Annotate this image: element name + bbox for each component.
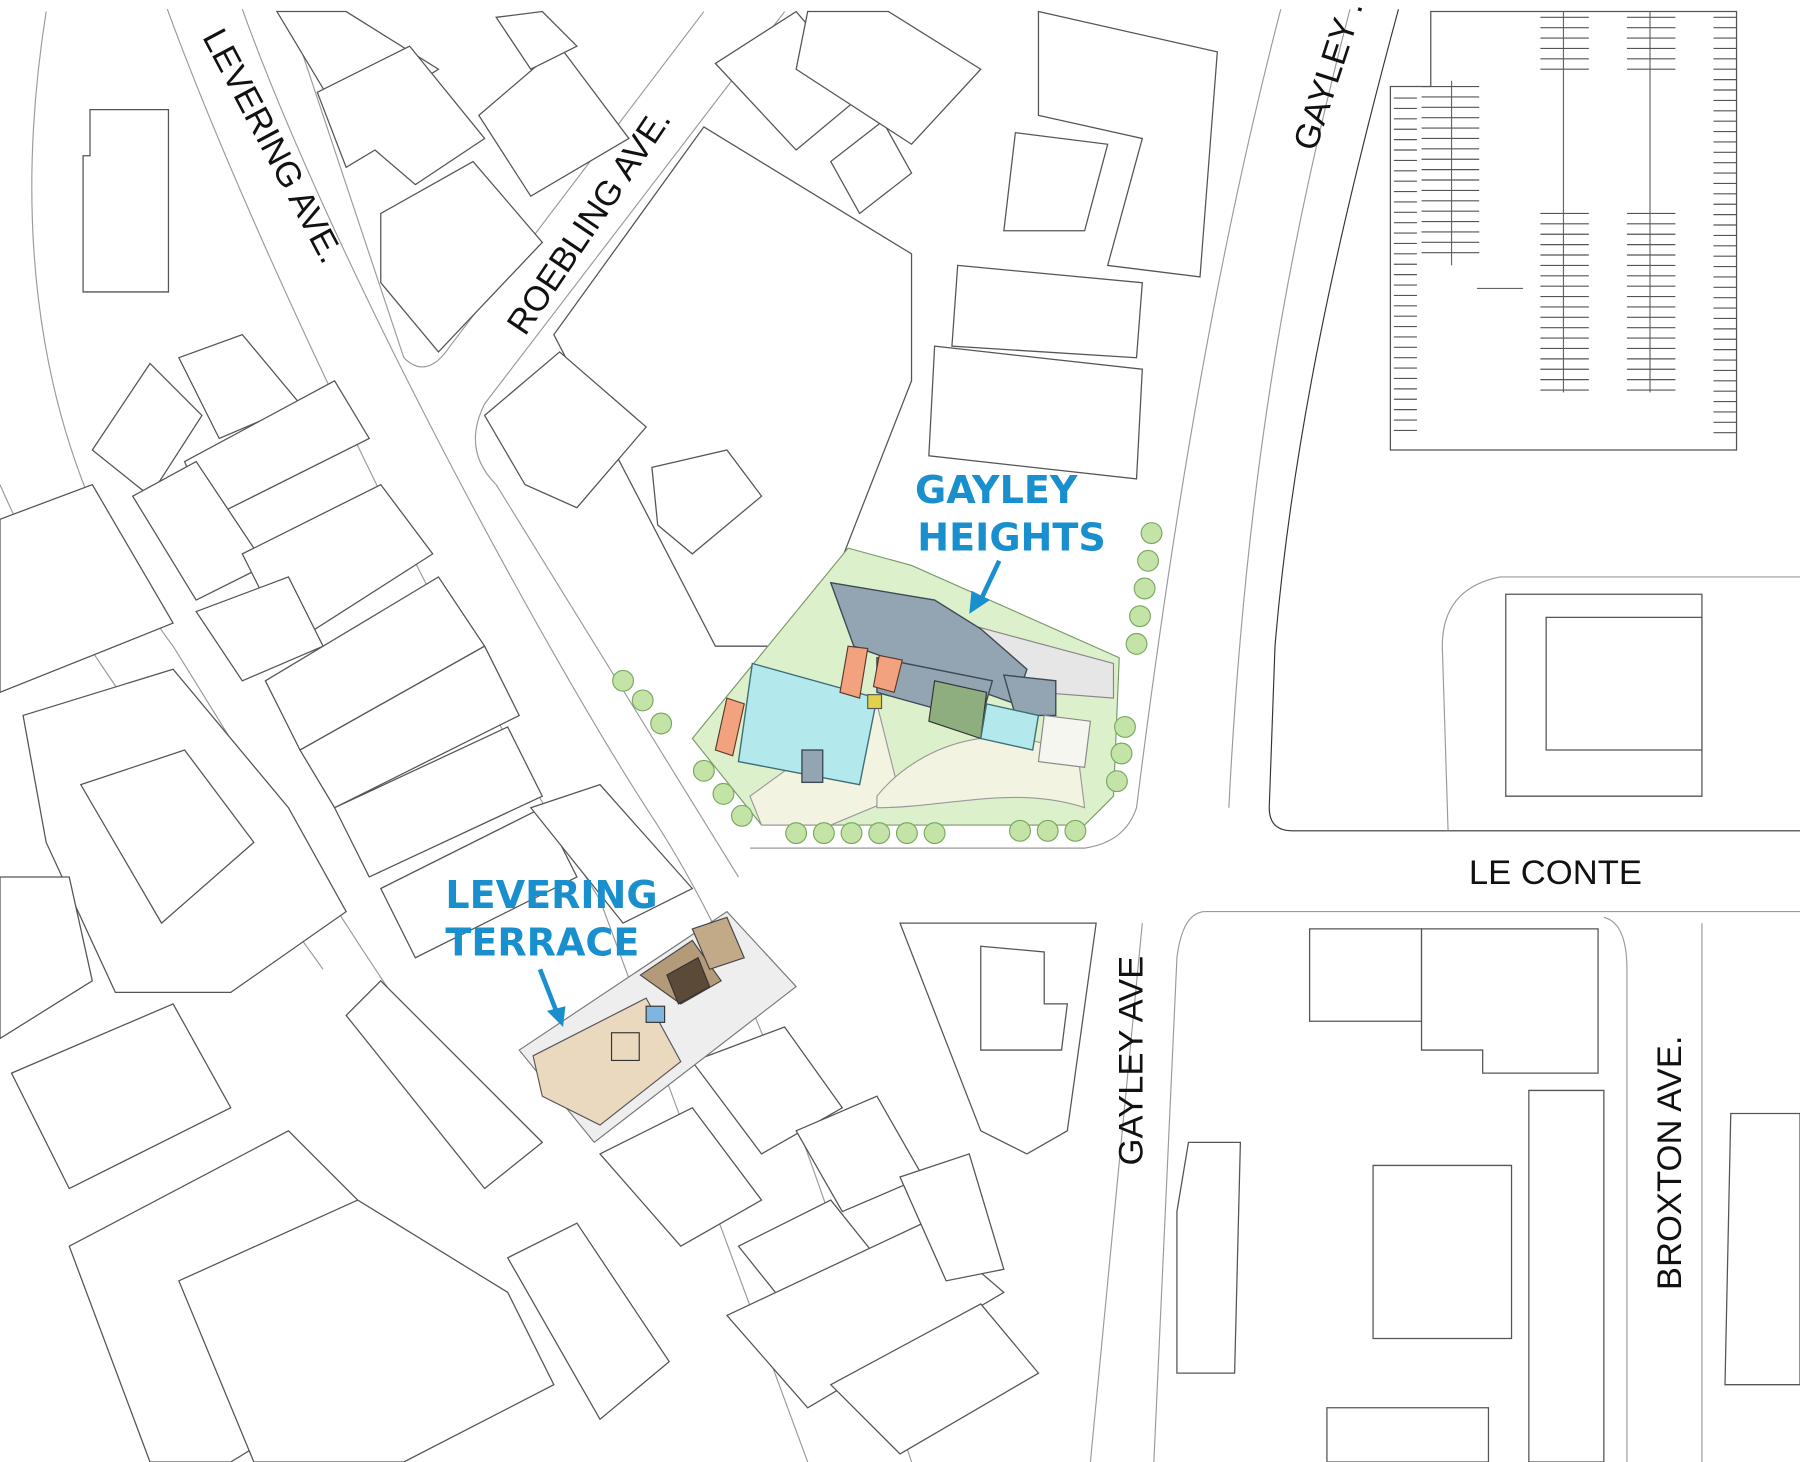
tree bbox=[730, 804, 753, 827]
parking-stalls bbox=[1450, 11, 1651, 393]
tree bbox=[712, 782, 735, 805]
tree bbox=[1036, 819, 1059, 842]
tree bbox=[1137, 549, 1160, 572]
tree bbox=[840, 822, 863, 845]
street-label-gayley: GAYLEY AVE bbox=[1112, 956, 1150, 1166]
gayley-heights-site-plan bbox=[691, 547, 1120, 826]
tree bbox=[1129, 605, 1151, 628]
tree bbox=[692, 759, 715, 782]
tree bbox=[812, 822, 835, 845]
tree bbox=[785, 822, 808, 845]
tree bbox=[1009, 819, 1031, 842]
street-label-broxton: BROXTON AVE. bbox=[1651, 1036, 1689, 1291]
tree bbox=[1064, 819, 1087, 842]
tree bbox=[631, 689, 654, 712]
tree bbox=[1133, 577, 1156, 600]
street-label-gayley-top: GAYLEY . bbox=[1287, 0, 1371, 155]
tree bbox=[1125, 632, 1148, 655]
levering-terrace-site-plan bbox=[518, 910, 798, 1144]
tree bbox=[650, 712, 673, 735]
street-trees bbox=[612, 522, 1163, 845]
tree bbox=[1114, 715, 1136, 738]
levering-terrace-arrow-icon bbox=[537, 968, 566, 1027]
tree bbox=[895, 822, 918, 845]
gayley-heights-arrow-icon bbox=[969, 559, 1002, 614]
tree bbox=[868, 822, 891, 845]
road-network bbox=[0, 9, 1800, 1462]
tree bbox=[923, 822, 946, 845]
tree bbox=[612, 669, 635, 692]
tree bbox=[1140, 522, 1163, 545]
street-label-le-conte: LE CONTE bbox=[1469, 854, 1642, 892]
tree bbox=[1110, 742, 1133, 765]
parking-stall-lines bbox=[1393, 16, 1737, 434]
tree bbox=[1105, 770, 1128, 793]
